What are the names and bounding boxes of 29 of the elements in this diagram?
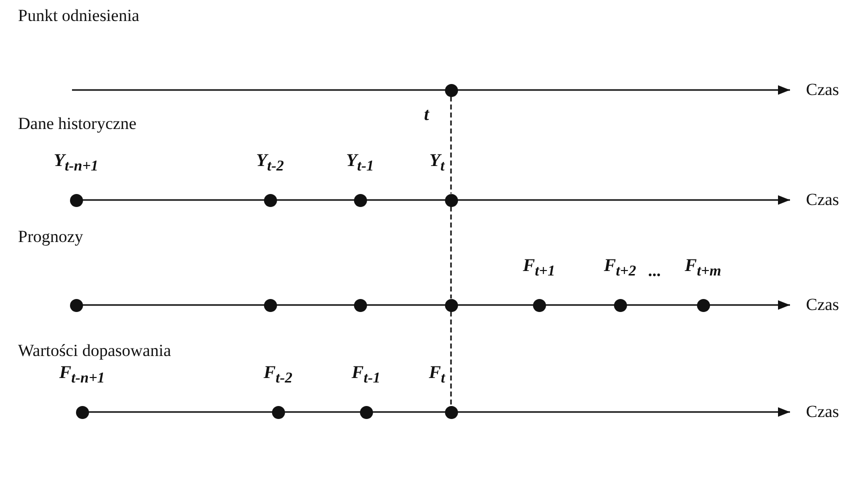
point-label: Y$_{t-n+1}$ (54, 150, 98, 176)
point-label: F$_{t+m}$ (684, 255, 722, 281)
point-dot (70, 298, 82, 312)
dashed-line (450, 96, 452, 194)
point-dot (264, 298, 276, 312)
axis-label: Czas (806, 402, 840, 422)
ellipsis: ... (648, 261, 661, 281)
row-title: Prognozy (18, 227, 84, 247)
point-label: Y$_{t-2}$ (256, 150, 284, 176)
axis-label: Czas (806, 80, 840, 100)
row-title: Dane historyczne (18, 114, 136, 134)
point-label: F$_{t+2}$ (604, 255, 636, 281)
point-dot (354, 298, 366, 312)
point-label: F$_{t+1}$ (522, 255, 556, 281)
point-label: Y$_{t-1}$ (346, 150, 374, 176)
point-label: F$_{t}$ (428, 362, 446, 388)
dashed-line (450, 312, 452, 406)
dashed-line (450, 206, 452, 298)
row-title: Wartości dopasowania (18, 341, 171, 361)
point-dot (444, 298, 458, 312)
point-label: F$_{t-2}$ (264, 362, 292, 388)
axis-label: Czas (806, 295, 840, 315)
axis-label: Czas (806, 190, 840, 210)
point-label: Y$_{t}$ (429, 150, 445, 176)
row-title: Punkt odniesienia (18, 6, 140, 26)
point-dot (444, 84, 458, 96)
point-label: F$_{t-n+1}$ (59, 362, 105, 388)
time-label: t (424, 104, 430, 125)
point-label: F$_{t-1}$ (352, 362, 380, 388)
